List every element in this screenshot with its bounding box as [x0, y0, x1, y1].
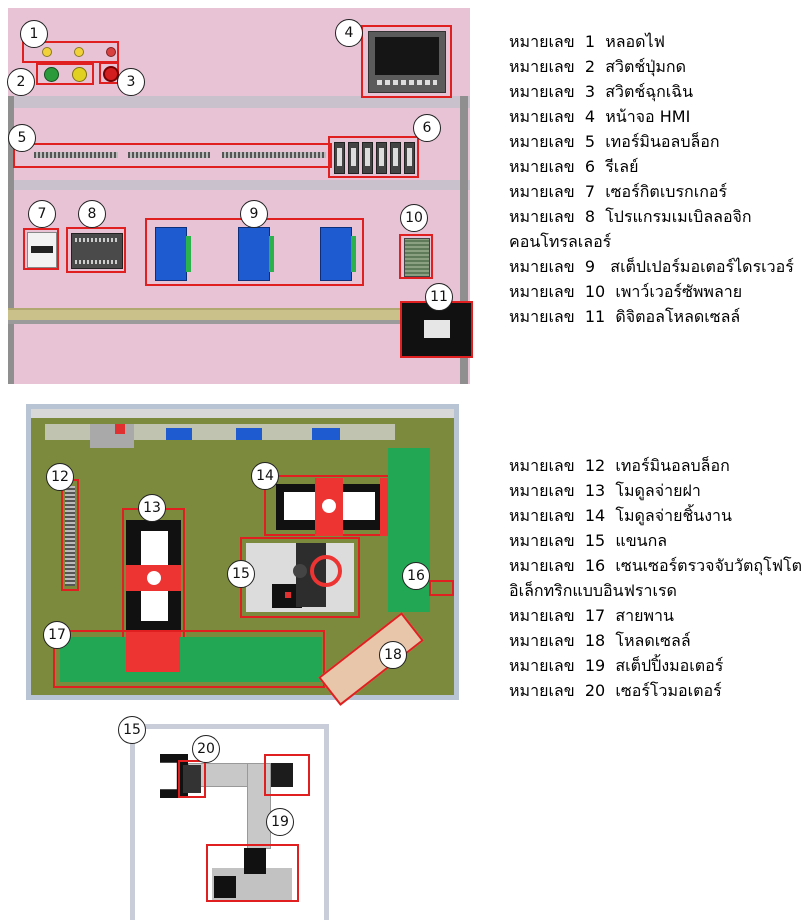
stepper-driver-icon	[238, 227, 270, 281]
stepper-driver-icon	[320, 227, 352, 281]
legend-middle: หมายเลข 12 เทอร์มินอลบล็อก หมายเลข 13 โม…	[509, 454, 809, 714]
legend-row: หมายเลข 13 โมดูลจ่ายฝา	[509, 479, 809, 504]
callout-17: 17	[43, 621, 71, 649]
legend-row: หมายเลข 15 แขนกล	[509, 529, 809, 554]
relay-icon	[376, 142, 387, 174]
conveyor-belt	[60, 637, 322, 682]
sensor-box	[429, 580, 454, 596]
table-device-red	[115, 424, 125, 434]
callout-20: 20	[192, 735, 220, 763]
callout-5: 5	[8, 124, 36, 152]
breaker-switch	[31, 246, 53, 253]
legend-row: หมายเลข 9 สเต็ปเปอร์มอเตอร์ไดรเวอร์	[509, 255, 809, 280]
legend-row: หมายเลข 11 ดิจิตอลโหลดเซลล์	[509, 305, 809, 330]
legend-row: หมายเลข 5 เทอร์มินอลบล็อก	[509, 130, 809, 155]
relay-icon	[334, 142, 345, 174]
servo-motor-icon	[183, 765, 201, 793]
load-cell-display	[424, 320, 450, 338]
terminal-strip	[222, 152, 326, 158]
callout-6: 6	[413, 114, 441, 142]
callout-13: 13	[138, 494, 166, 522]
plc-io-row	[75, 260, 119, 264]
circuit-breaker-icon	[27, 232, 57, 268]
hmi-display	[375, 37, 439, 75]
legend-row: หมายเลข 14 โมดูลจ่ายชิ้นงาน	[509, 504, 809, 529]
legend-row: หมายเลข 3 สวิตช์ฉุกเฉิน	[509, 80, 809, 105]
legend-row: หมายเลข 18 โหลดเซลล์	[509, 629, 809, 654]
callout-11: 11	[425, 283, 453, 311]
legend-top: หมายเลข 1 หลอดไฟ หมายเลข 2 สวิตช์ปุ่มกด …	[509, 30, 809, 370]
callout-14: 14	[251, 462, 279, 490]
stepper-driver-icon	[155, 227, 187, 281]
plc-icon	[71, 233, 123, 269]
callout-4: 4	[335, 19, 363, 47]
table-driver-mini	[166, 428, 192, 440]
relay-icon	[348, 142, 359, 174]
push-button-yellow-icon	[72, 67, 87, 82]
legend-row: หมายเลข 17 สายพาน	[509, 604, 809, 629]
callout-15-detail: 15	[118, 716, 146, 744]
lamp-icon	[74, 47, 84, 57]
callout-19: 19	[266, 808, 294, 836]
callout-1: 1	[20, 20, 48, 48]
cap-dispenser-slot-top	[141, 531, 168, 565]
cap-dispenser-center	[147, 571, 161, 585]
callout-9: 9	[240, 200, 268, 228]
lamp-icon	[42, 47, 52, 57]
callout-3: 3	[117, 68, 145, 96]
hmi-keys	[377, 80, 437, 85]
power-supply-icon	[404, 238, 430, 277]
hmi-screen	[368, 31, 446, 93]
legend-row: หมายเลข 10 เพาว์เวอร์ซัพพลาย	[509, 280, 809, 305]
callout-16: 16	[402, 562, 430, 590]
legend-row: หมายเลข 20 เซอร์โวมอเตอร์	[509, 679, 809, 704]
cabinet-rail-mid	[8, 180, 470, 190]
robot-arm-red-ring	[310, 555, 342, 587]
callout-7: 7	[28, 200, 56, 228]
legend-row: หมายเลข 16 เซนเซอร์ตรวจจับวัตถุโฟโต	[509, 554, 809, 579]
legend-row: หมายเลข 4 หน้าจอ HMI	[509, 105, 809, 130]
push-button-green-icon	[44, 67, 59, 82]
plc-io-row	[75, 238, 119, 242]
conveyor-red-section	[126, 637, 180, 672]
cap-dispenser-slot-bottom	[141, 591, 168, 621]
legend-row: หมายเลข 6 รีเลย์	[509, 155, 809, 180]
legend-row: หมายเลข 12 เทอร์มินอลบล็อก	[509, 454, 809, 479]
legend-row: หมายเลข 7 เซอร์กิตเบรกเกอร์	[509, 180, 809, 205]
callout-2: 2	[7, 68, 35, 96]
table-top-rail	[31, 409, 454, 418]
top-motor-icon	[271, 763, 293, 787]
legend-row-continuation: คอนโทรลเลอร์	[509, 230, 809, 255]
workpiece-slot-left	[284, 492, 315, 520]
callout-8: 8	[78, 200, 106, 228]
callout-10: 10	[400, 204, 428, 232]
legend-row: หมายเลข 19 สเต็ปปิ้งมอเตอร์	[509, 654, 809, 679]
robot-arm-red-dot	[285, 592, 291, 598]
robot-arm-wheel	[293, 564, 307, 578]
callout-12: 12	[46, 463, 74, 491]
callout-18: 18	[379, 641, 407, 669]
stepping-motor-icon	[244, 848, 266, 874]
relay-icon	[404, 142, 415, 174]
relay-icon	[362, 142, 373, 174]
legend-row-continuation: อิเล็กทริกแบบอินฟราเรด	[509, 579, 809, 604]
legend-row: หมายเลข 1 หลอดไฟ	[509, 30, 809, 55]
terminal-block-12	[65, 486, 75, 586]
stepping-motor-small	[214, 876, 236, 898]
legend-row: หมายเลข 2 สวิตช์ปุ่มกด	[509, 55, 809, 80]
workpiece-slot-right	[343, 492, 375, 520]
table-driver-mini	[312, 428, 340, 440]
table-driver-mini	[236, 428, 262, 440]
terminal-strip	[34, 152, 118, 158]
workpiece-center	[322, 499, 336, 513]
callout-15: 15	[227, 560, 255, 588]
legend-row: หมายเลข 8 โปรแกรมเมเบิลลอจิก	[509, 205, 809, 230]
table-device-gray	[90, 424, 134, 448]
relay-icon	[390, 142, 401, 174]
terminal-strip	[128, 152, 210, 158]
lamp-icon	[106, 47, 116, 57]
